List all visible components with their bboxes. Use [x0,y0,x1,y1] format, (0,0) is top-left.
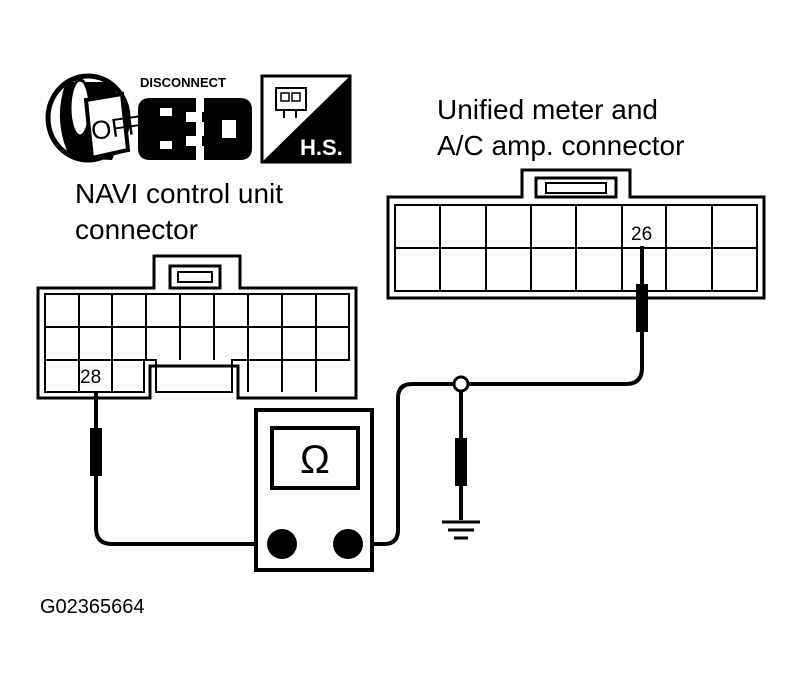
navi-connector: 28 [36,254,358,400]
ground-icon [442,520,480,540]
ohm-symbol: Ω [300,438,330,482]
navi-connector-label-line1: NAVI control unit [75,178,283,209]
meter-probe-wire [346,246,644,546]
wire-junction [452,375,470,393]
navi-pin-label: 28 [80,367,101,388]
ignition-off-label: OFF [89,109,145,146]
meter-connector-label-line1: Unified meter and [437,94,658,125]
meter-connector: 26 [386,168,766,300]
navi-probe-tip [90,428,102,476]
ground-probe-tip [455,438,467,486]
meter-connector-label-line2: A/C amp. connector [437,130,684,161]
ohmmeter-terminal-left [267,529,297,559]
navi-connector-label-line2: connector [75,214,198,245]
connector-disconnect-icon: DISCONNECT [138,75,252,160]
ohmmeter: Ω [254,408,374,572]
meter-pin-label: 26 [631,224,652,245]
figure-code: G02365664 [40,596,145,618]
harness-side-label: H.S. [300,135,343,160]
ignition-key-off-icon: OFF [45,73,145,163]
harness-side-icon: H.S. [260,74,352,164]
ohmmeter-terminal-right [333,529,363,559]
navi-probe-wire [94,392,282,546]
disconnect-label: DISCONNECT [140,75,226,90]
meter-probe-tip [636,284,648,332]
